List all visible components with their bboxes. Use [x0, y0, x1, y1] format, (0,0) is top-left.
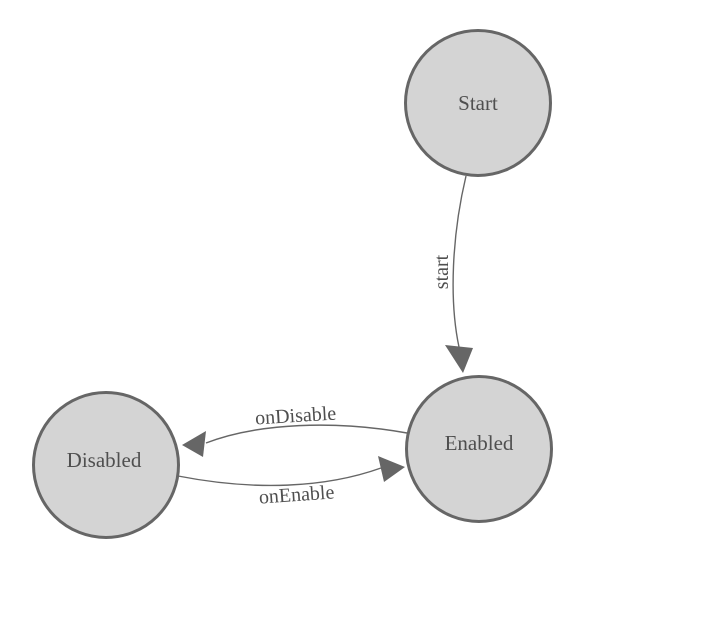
state-node-start-label: Start: [458, 91, 498, 115]
edge-disabled-to-enabled-arrowhead-icon: [378, 456, 405, 482]
edge-disabled-to-enabled: onEnable: [177, 456, 405, 509]
edge-enabled-to-disabled: onDisable: [182, 403, 408, 457]
edge-disabled-to-enabled-line: [177, 467, 382, 487]
edge-start-to-enabled-arrowhead-icon: [445, 345, 473, 373]
edge-label-onenable: onEnable: [258, 481, 335, 508]
state-node-enabled-circle: [405, 375, 553, 523]
edge-label-ondisable: onDisable: [254, 403, 336, 430]
state-node-disabled-circle: [32, 391, 180, 539]
edge-start-to-enabled: start: [431, 175, 473, 373]
state-node-enabled-label: Enabled: [445, 431, 514, 455]
state-node-start-circle: [404, 29, 552, 177]
state-node-disabled-label: Disabled: [67, 448, 142, 472]
state-node-start: Start: [404, 29, 552, 177]
state-node-enabled: Enabled: [405, 375, 553, 523]
edge-enabled-to-disabled-arrowhead-icon: [182, 431, 206, 457]
edge-enabled-to-disabled-line: [205, 424, 408, 444]
edge-start-to-enabled-line: [452, 175, 467, 348]
state-node-disabled: Disabled: [32, 391, 180, 539]
edge-label-start: start: [431, 254, 453, 289]
